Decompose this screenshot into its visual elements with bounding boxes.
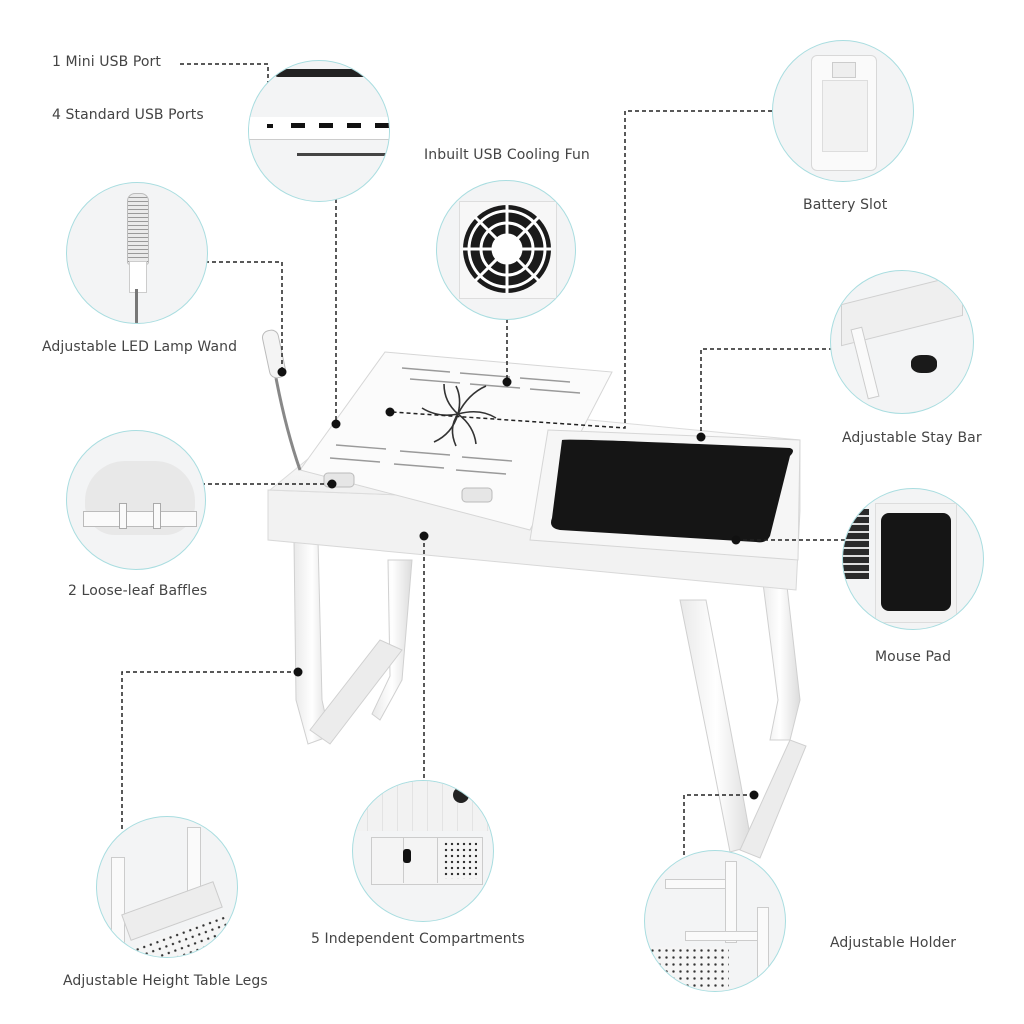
- holder-upright: [757, 907, 769, 991]
- label-compartments: 5 Independent Compartments: [311, 931, 525, 947]
- label-cooling-fan: Inbuilt USB Cooling Fun: [424, 147, 590, 163]
- holder-upright: [725, 861, 737, 943]
- leader-lines: [121, 63, 868, 916]
- baffle-anchor-dot: [327, 479, 337, 489]
- vent-grid: [649, 947, 729, 991]
- legs-anchor-dot: [293, 667, 303, 677]
- label-standard-usb-ports: 4 Standard USB Ports: [52, 107, 204, 123]
- usb-ports-detail-circle: [248, 60, 390, 202]
- hinge-knuckle: [119, 503, 127, 529]
- label-mouse-pad: Mouse Pad: [875, 649, 952, 665]
- port-strip: [249, 117, 389, 140]
- usb-port-icon: [375, 123, 389, 128]
- led-lamp-detail-circle: [66, 182, 208, 324]
- mini-fan-icon: [453, 787, 469, 803]
- label-battery-slot: Battery Slot: [803, 197, 888, 213]
- mouse-pad-detail-circle: [842, 488, 984, 630]
- label-loose-leaf-baffles: 2 Loose-leaf Baffles: [68, 583, 208, 599]
- battery-slot-detail-circle: [772, 40, 914, 182]
- lamp-stem: [135, 289, 138, 323]
- battery-anchor-dot: [385, 407, 395, 417]
- mousepad-anchor-dot: [731, 535, 741, 545]
- stay-bar-detail-circle: [830, 270, 974, 414]
- holder-detail-circle: [644, 850, 786, 992]
- table-legs-detail-circle: [96, 816, 238, 958]
- led-lamp-icon: [127, 193, 149, 265]
- usb-port-icon: [319, 123, 333, 128]
- baffle-hinge-icon: [83, 511, 197, 527]
- cable: [297, 153, 389, 156]
- usb-port-icon: [347, 123, 361, 128]
- label-table-legs: Adjustable Height Table Legs: [63, 973, 268, 989]
- leg: [111, 857, 125, 947]
- cable-icon: [911, 355, 937, 373]
- battery-latch: [832, 62, 856, 78]
- staybar-anchor-dot: [696, 432, 706, 442]
- compartments-detail-circle: [352, 780, 494, 922]
- holder-anchor-dot: [749, 790, 759, 800]
- label-stay-bar: Adjustable Stay Bar: [842, 430, 982, 446]
- usb-anchor-dot: [331, 419, 341, 429]
- label-mini-usb-port: 1 Mini USB Port: [52, 54, 161, 70]
- fan-anchor-dot: [502, 377, 512, 387]
- battery-door: [822, 80, 868, 152]
- cooling-fan-detail-circle: [436, 180, 576, 320]
- compartment-anchor-dot: [419, 531, 429, 541]
- battery-cover: [811, 55, 877, 171]
- holder-arm: [685, 931, 767, 941]
- lamp-anchor-dot: [277, 367, 287, 377]
- vent-grid: [443, 841, 477, 879]
- usb-port-icon: [291, 123, 305, 128]
- fan-icon: [463, 205, 551, 293]
- divider: [437, 837, 438, 883]
- mini-usb-port-icon: [267, 124, 273, 128]
- baffles-detail-circle: [66, 430, 206, 570]
- label-led-lamp-wand: Adjustable LED Lamp Wand: [42, 339, 238, 355]
- keyboard-icon: [843, 509, 869, 579]
- hinge-knuckle: [153, 503, 161, 529]
- label-adjustable-holder: Adjustable Holder: [830, 935, 957, 951]
- laptop-edge: [275, 69, 385, 77]
- underside: [353, 781, 493, 831]
- lamp-neck: [129, 261, 147, 293]
- usb-plug-icon: [403, 849, 411, 863]
- laptop-table-illustration: [261, 329, 807, 859]
- mouse-pad-icon: [881, 513, 951, 611]
